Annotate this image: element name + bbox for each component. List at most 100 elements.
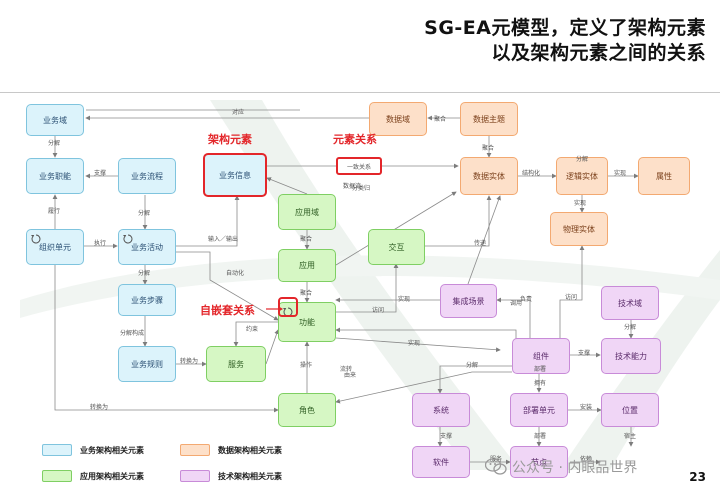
- edge-label: 由来: [344, 372, 357, 379]
- node-integration-scenario[interactable]: 集成场景: [440, 284, 497, 318]
- edge-comp-role: [335, 371, 512, 404]
- edge-label: 自动化: [226, 270, 245, 277]
- node-deploy-unit[interactable]: 部署单元: [510, 393, 568, 427]
- edge-app-info: [266, 177, 308, 195]
- edge-label: 传递: [474, 240, 487, 247]
- edge-label: 访问: [565, 294, 578, 301]
- edge-label: 分解: [624, 324, 637, 331]
- edge-constrain: [233, 321, 278, 347]
- edge-label: 操作: [300, 362, 313, 369]
- edge-label: 结构化: [522, 170, 541, 177]
- edge-label: 实现: [614, 170, 627, 177]
- edge-label: 宿主: [624, 433, 637, 440]
- node-biz-domain[interactable]: 业务域: [26, 104, 84, 136]
- legend-swatch-data: [180, 444, 210, 456]
- edge-label: 流转: [340, 366, 353, 373]
- wechat-icon: [485, 458, 507, 475]
- node-tech-capability[interactable]: 技术能力: [601, 338, 661, 374]
- legend-swatch-tech: [180, 470, 210, 482]
- node-app-domain[interactable]: 应用域: [278, 194, 336, 230]
- edge-label: 履行: [48, 208, 61, 215]
- edge-label: 数据流: [343, 183, 362, 190]
- edge-label: 支撑: [440, 433, 453, 440]
- node-system[interactable]: 系统: [412, 393, 470, 427]
- node-app-service[interactable]: 服务: [206, 346, 266, 382]
- annotation-arch-element: 架构元素: [208, 133, 252, 146]
- cycle-icon: [31, 234, 41, 244]
- legend-swatch-app: [42, 470, 72, 482]
- page-number: 23: [689, 470, 706, 484]
- edge-label: 实现: [408, 340, 421, 347]
- edge-label: 分类归: [352, 185, 371, 192]
- node-data-entity[interactable]: 数据实体: [460, 157, 518, 195]
- edge-label: 实现: [398, 296, 411, 303]
- edge-label: 拥有: [534, 380, 547, 387]
- annotation-self-nesting: 自嵌套关系: [200, 304, 255, 317]
- edge-func-exchange: [336, 263, 399, 313]
- edge-label: 聚合: [300, 236, 313, 243]
- node-tech-domain[interactable]: 技术域: [601, 286, 659, 320]
- edge-exchange-entity: [425, 195, 492, 247]
- legend-label-biz: 业务架构相关元素: [80, 446, 144, 455]
- edge-label: 支撑: [578, 350, 591, 357]
- node-node[interactable]: 节点: [510, 446, 568, 478]
- cycle-icon: [123, 234, 133, 244]
- edge-label: 聚合: [482, 145, 495, 152]
- edge-app-dataentity: [335, 191, 457, 266]
- edge-label: 输入／输出: [208, 236, 239, 243]
- edge-label: 分解: [138, 210, 151, 217]
- node-logical-entity[interactable]: 逻辑实体: [556, 157, 608, 195]
- node-biz-activity[interactable]: 业务活动: [118, 229, 176, 265]
- edge-label: 安装: [580, 404, 593, 411]
- node-biz-function[interactable]: 业务职能: [26, 158, 84, 194]
- node-biz-process[interactable]: 业务流程: [118, 158, 176, 194]
- node-biz-info[interactable]: 业务信息: [203, 153, 267, 197]
- node-org-unit[interactable]: 组织单元: [26, 229, 84, 265]
- edge-rule-function: [265, 329, 279, 365]
- self-nesting-highlight: [278, 297, 298, 317]
- edge-label: 访问: [372, 307, 385, 314]
- edge-integ-entity: [467, 195, 501, 285]
- legend-label-data: 数据架构相关元素: [218, 446, 282, 455]
- edge-label: 对应: [232, 109, 245, 116]
- node-data-domain[interactable]: 数据域: [369, 102, 427, 136]
- edge-label: 转换为: [180, 358, 199, 365]
- title-line-1: SG-EA元模型，定义了架构元素: [424, 17, 706, 39]
- edge-label: 分解: [576, 156, 589, 163]
- highlighted-relation-box: 一致关系: [336, 157, 382, 175]
- edge-label: 部署: [534, 366, 547, 373]
- edge-automate: [175, 251, 279, 321]
- edge-io: [175, 195, 240, 247]
- title-divider: [0, 92, 720, 93]
- node-data-subject[interactable]: 数据主题: [460, 102, 518, 136]
- node-role[interactable]: 角色: [278, 393, 336, 427]
- edge-label: 实现: [574, 200, 587, 207]
- node-location[interactable]: 位置: [601, 393, 659, 427]
- node-app-function[interactable]: 功能: [278, 302, 336, 342]
- annotation-element-relation: 元素关系: [333, 133, 377, 146]
- edge-label: 分解构成: [120, 330, 145, 337]
- node-exchange[interactable]: 交互: [368, 229, 425, 265]
- node-component[interactable]: 组件: [512, 338, 570, 374]
- node-physical-entity[interactable]: 物理实体: [550, 212, 608, 246]
- node-software[interactable]: 软件: [412, 446, 470, 478]
- edge-label: 支撑: [94, 170, 107, 177]
- node-attribute[interactable]: 属性: [638, 157, 690, 195]
- edge-label: 负责: [520, 296, 533, 303]
- edge-comp-system: [437, 365, 512, 394]
- watermark-text: 公众号 · 内眼品世界: [512, 460, 638, 476]
- edge-label: 分解: [48, 140, 61, 147]
- edge-label: 部署: [534, 433, 547, 440]
- edge-label: 分解: [466, 362, 479, 369]
- edge-func-comp: [335, 337, 501, 353]
- title-line-2: 以及架构元素之间的关系: [491, 42, 706, 64]
- node-biz-step[interactable]: 业务步骤: [118, 284, 176, 316]
- edge-label: 执行: [94, 240, 107, 247]
- edge-label: 调用: [510, 300, 523, 307]
- edge-label: 聚合: [300, 290, 313, 297]
- legend-label-app: 应用架构相关元素: [80, 472, 144, 481]
- node-biz-rule[interactable]: 业务规则: [118, 346, 176, 382]
- node-app[interactable]: 应用: [278, 249, 336, 282]
- watermark: 公众号 · 内眼品世界: [485, 457, 637, 477]
